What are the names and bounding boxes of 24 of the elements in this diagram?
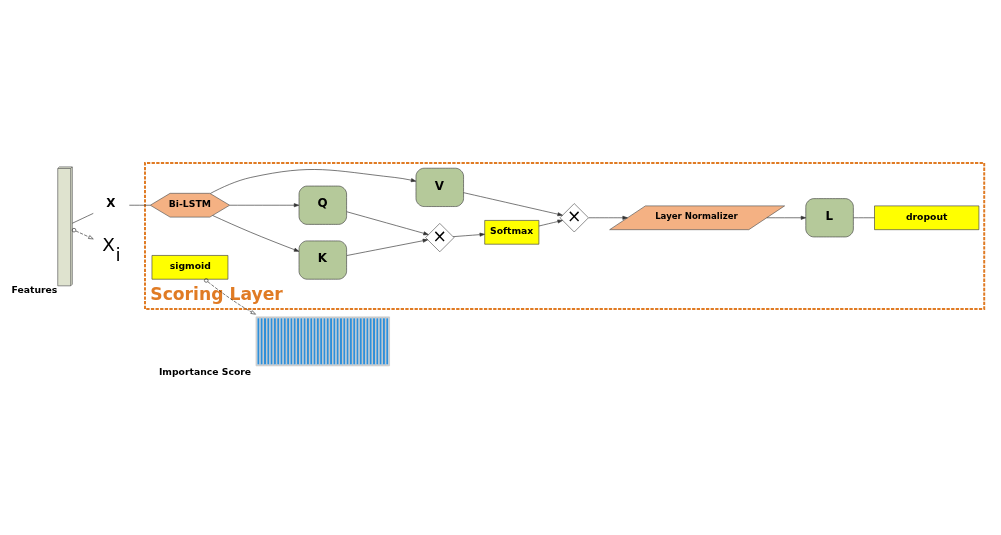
arrow <box>346 238 429 256</box>
arrow <box>212 214 300 252</box>
arrow <box>71 227 94 239</box>
node-box: Softmax <box>484 219 540 245</box>
arrow <box>210 168 417 194</box>
node-box: L <box>805 197 854 237</box>
arrow <box>588 215 628 220</box>
arrow <box>229 202 300 207</box>
arrow <box>463 191 563 216</box>
node-label: Features <box>11 283 58 295</box>
arrow <box>766 215 807 220</box>
arrow <box>452 232 485 237</box>
node-box: V <box>415 167 464 207</box>
arrow <box>346 210 429 235</box>
arrow <box>538 219 563 226</box>
node-box: Q <box>298 185 347 225</box>
node-text: X <box>106 195 116 210</box>
node-box: K <box>298 240 347 280</box>
connector <box>853 216 875 218</box>
node-label: Importance Score <box>158 365 252 377</box>
node-box: dropout <box>874 205 980 230</box>
connector <box>72 212 94 224</box>
node-box: sigmoid <box>151 254 229 280</box>
arrow <box>204 277 256 315</box>
